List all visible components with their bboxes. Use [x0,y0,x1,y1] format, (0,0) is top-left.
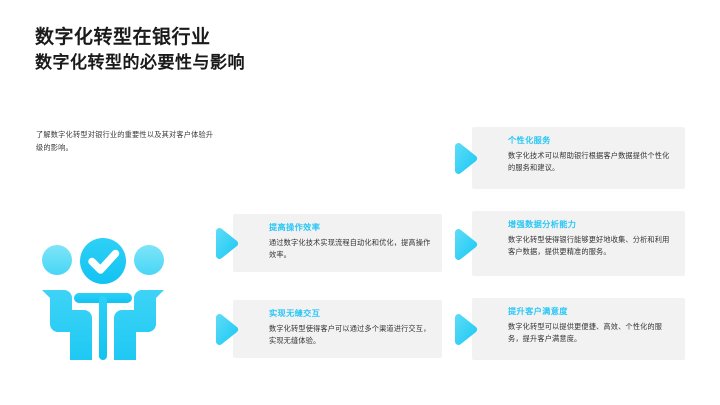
card-title: 增强数据分析能力 [508,220,577,229]
card-body: 通过数字化技术实现流程自动化和优化，提高操作效率。 [269,237,431,259]
card-title: 个性化服务 [508,136,551,145]
card-body: 数字化转型使得客户可以通过多个渠道进行交互，实现无缝体验。 [269,323,431,345]
info-card-data-analysis[interactable]: 增强数据分析能力 数字化转型使得银行能够更好地收集、分析和利用客户数据，提供更精… [455,211,685,276]
play-arrow-icon [211,227,241,259]
info-card-seamless-interaction[interactable]: 实现无缝交互 数字化转型使得客户可以通过多个渠道进行交互，实现无缝体验。 [216,300,442,358]
info-card-personalized-service[interactable]: 个性化服务 数字化技术可以帮助银行根据客户数据提供个性化的服务和建议。 [455,127,685,189]
card-body: 数字化转型使得银行能够更好地收集、分析和利用客户数据，提供更精准的服务。 [508,234,670,256]
card-title: 实现无缝交互 [269,309,321,318]
info-card-customer-satisfaction[interactable]: 提升客户满意度 数字化转型可以提供更便捷、高效、个性化的服务，提升客户满意度。 [455,298,685,360]
card-body: 数字化技术可以帮助银行根据客户数据提供个性化的服务和建议。 [508,150,670,172]
play-arrow-icon [450,228,480,260]
teamwork-check-illustration [30,238,176,366]
play-arrow-icon [450,313,480,345]
info-card-operational-efficiency[interactable]: 提高操作效率 通过数字化技术实现流程自动化和优化，提高操作效率。 [216,214,442,272]
slide-header: 数字化转型在银行业 数字化转型的必要性与影响 [35,26,455,74]
page-subtitle: 数字化转型的必要性与影响 [35,53,245,73]
card-title: 提高操作效率 [269,223,321,232]
play-arrow-icon [211,313,241,345]
play-arrow-icon [450,142,480,174]
card-body: 数字化转型可以提供更便捷、高效、个性化的服务，提升客户满意度。 [508,321,663,343]
page-title: 数字化转型在银行业 [35,27,211,48]
card-title: 提升客户满意度 [508,307,568,316]
intro-paragraph: 了解数字化转型对银行业的重要性以及其对客户体验升级的影响。 [36,130,214,152]
